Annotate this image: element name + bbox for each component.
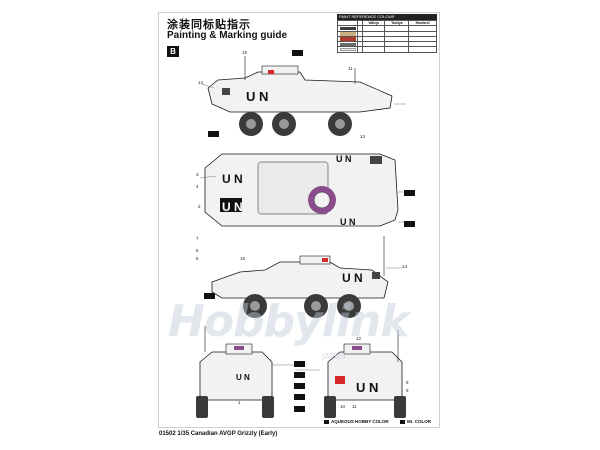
color-swatch-cell: [337, 46, 358, 53]
table-row: [337, 46, 437, 53]
callout-number: 6: [196, 248, 199, 253]
top-view: [204, 153, 399, 227]
color-swatch: [339, 26, 356, 31]
legend-mr-label: Mr. COLOR: [407, 419, 432, 424]
color-swatch: [339, 42, 356, 46]
legend-aqueous: AQUEOUS HOBBY COLOR: [324, 419, 389, 424]
callout-number: 15: [240, 256, 246, 261]
side-view-right: [211, 236, 389, 318]
callout-number: 15: [242, 50, 248, 55]
callout-number: 14: [402, 264, 408, 269]
callout-number: 7: [196, 236, 199, 241]
callout-number: 4: [196, 184, 199, 189]
table-cell: [357, 46, 363, 53]
un-marking-side-right: U N: [342, 271, 363, 285]
title-english: Painting & Marking guide: [167, 30, 288, 41]
color-code-chip: [292, 50, 303, 56]
footer-kit-title: 01502 1/35 Canadian AVGP Grizzly (Early): [159, 431, 278, 437]
callout-number: 2: [198, 204, 201, 209]
legend-aqueous-label: AQUEOUS HOBBY COLOR: [331, 419, 389, 424]
color-code-chip: [294, 394, 305, 400]
color-code-chip: [404, 190, 415, 196]
color-code-chip: [294, 372, 305, 378]
callout-number: 9: [406, 388, 409, 393]
front-view: [196, 326, 274, 418]
legend-swatch: [324, 419, 329, 424]
color-code-chip: [294, 361, 305, 367]
color-code-chip: [208, 131, 219, 137]
callout-number: 14: [198, 80, 204, 85]
table-cell: [408, 46, 437, 53]
paint-reference-caption: PAINT REFERENCE COLOUR: [337, 14, 437, 20]
title-chinese: 涂装同标贴指示: [167, 18, 251, 31]
color-code-chip: [294, 383, 305, 389]
hobbylink-watermark: Hobbylink: [168, 296, 409, 347]
callout-number: 13: [360, 134, 366, 139]
scheme-letter-badge: B: [167, 46, 179, 57]
un-marking-front: U N: [236, 373, 250, 382]
un-marking-top-side: U N: [336, 154, 352, 164]
callout-number: 11: [352, 404, 357, 409]
un-marking-top-front: U N: [222, 200, 243, 214]
paint-reference-table: Vallejo Tamiya Humbrol: [337, 19, 437, 53]
color-code-chip: [404, 221, 415, 227]
callout-number: 1: [238, 400, 241, 405]
un-marking-top-rear: U N: [222, 172, 243, 186]
color-swatch: [339, 32, 356, 36]
callout-number: 5: [196, 256, 199, 261]
color-code-chip: [204, 293, 215, 299]
legend-swatch: [400, 419, 405, 424]
callout-number: 11: [348, 66, 353, 71]
callout-number: 10: [340, 404, 346, 409]
callout-number: 3: [196, 172, 199, 177]
callout-number: 8: [406, 380, 409, 385]
color-code-chip: [294, 406, 305, 412]
un-marking-rear: U N: [356, 380, 378, 395]
un-marking-top-side-lower: U N: [340, 217, 356, 227]
legend-mr-color: Mr. COLOR: [400, 419, 431, 424]
watermark-subtitle: JAPAN: [322, 352, 346, 361]
un-marking-side-left: U N: [246, 89, 268, 104]
color-swatch: [339, 37, 356, 41]
rear-view: [324, 330, 406, 418]
color-swatch: [339, 48, 356, 52]
side-view-left: [207, 56, 393, 136]
callout-number: 12: [356, 336, 362, 341]
